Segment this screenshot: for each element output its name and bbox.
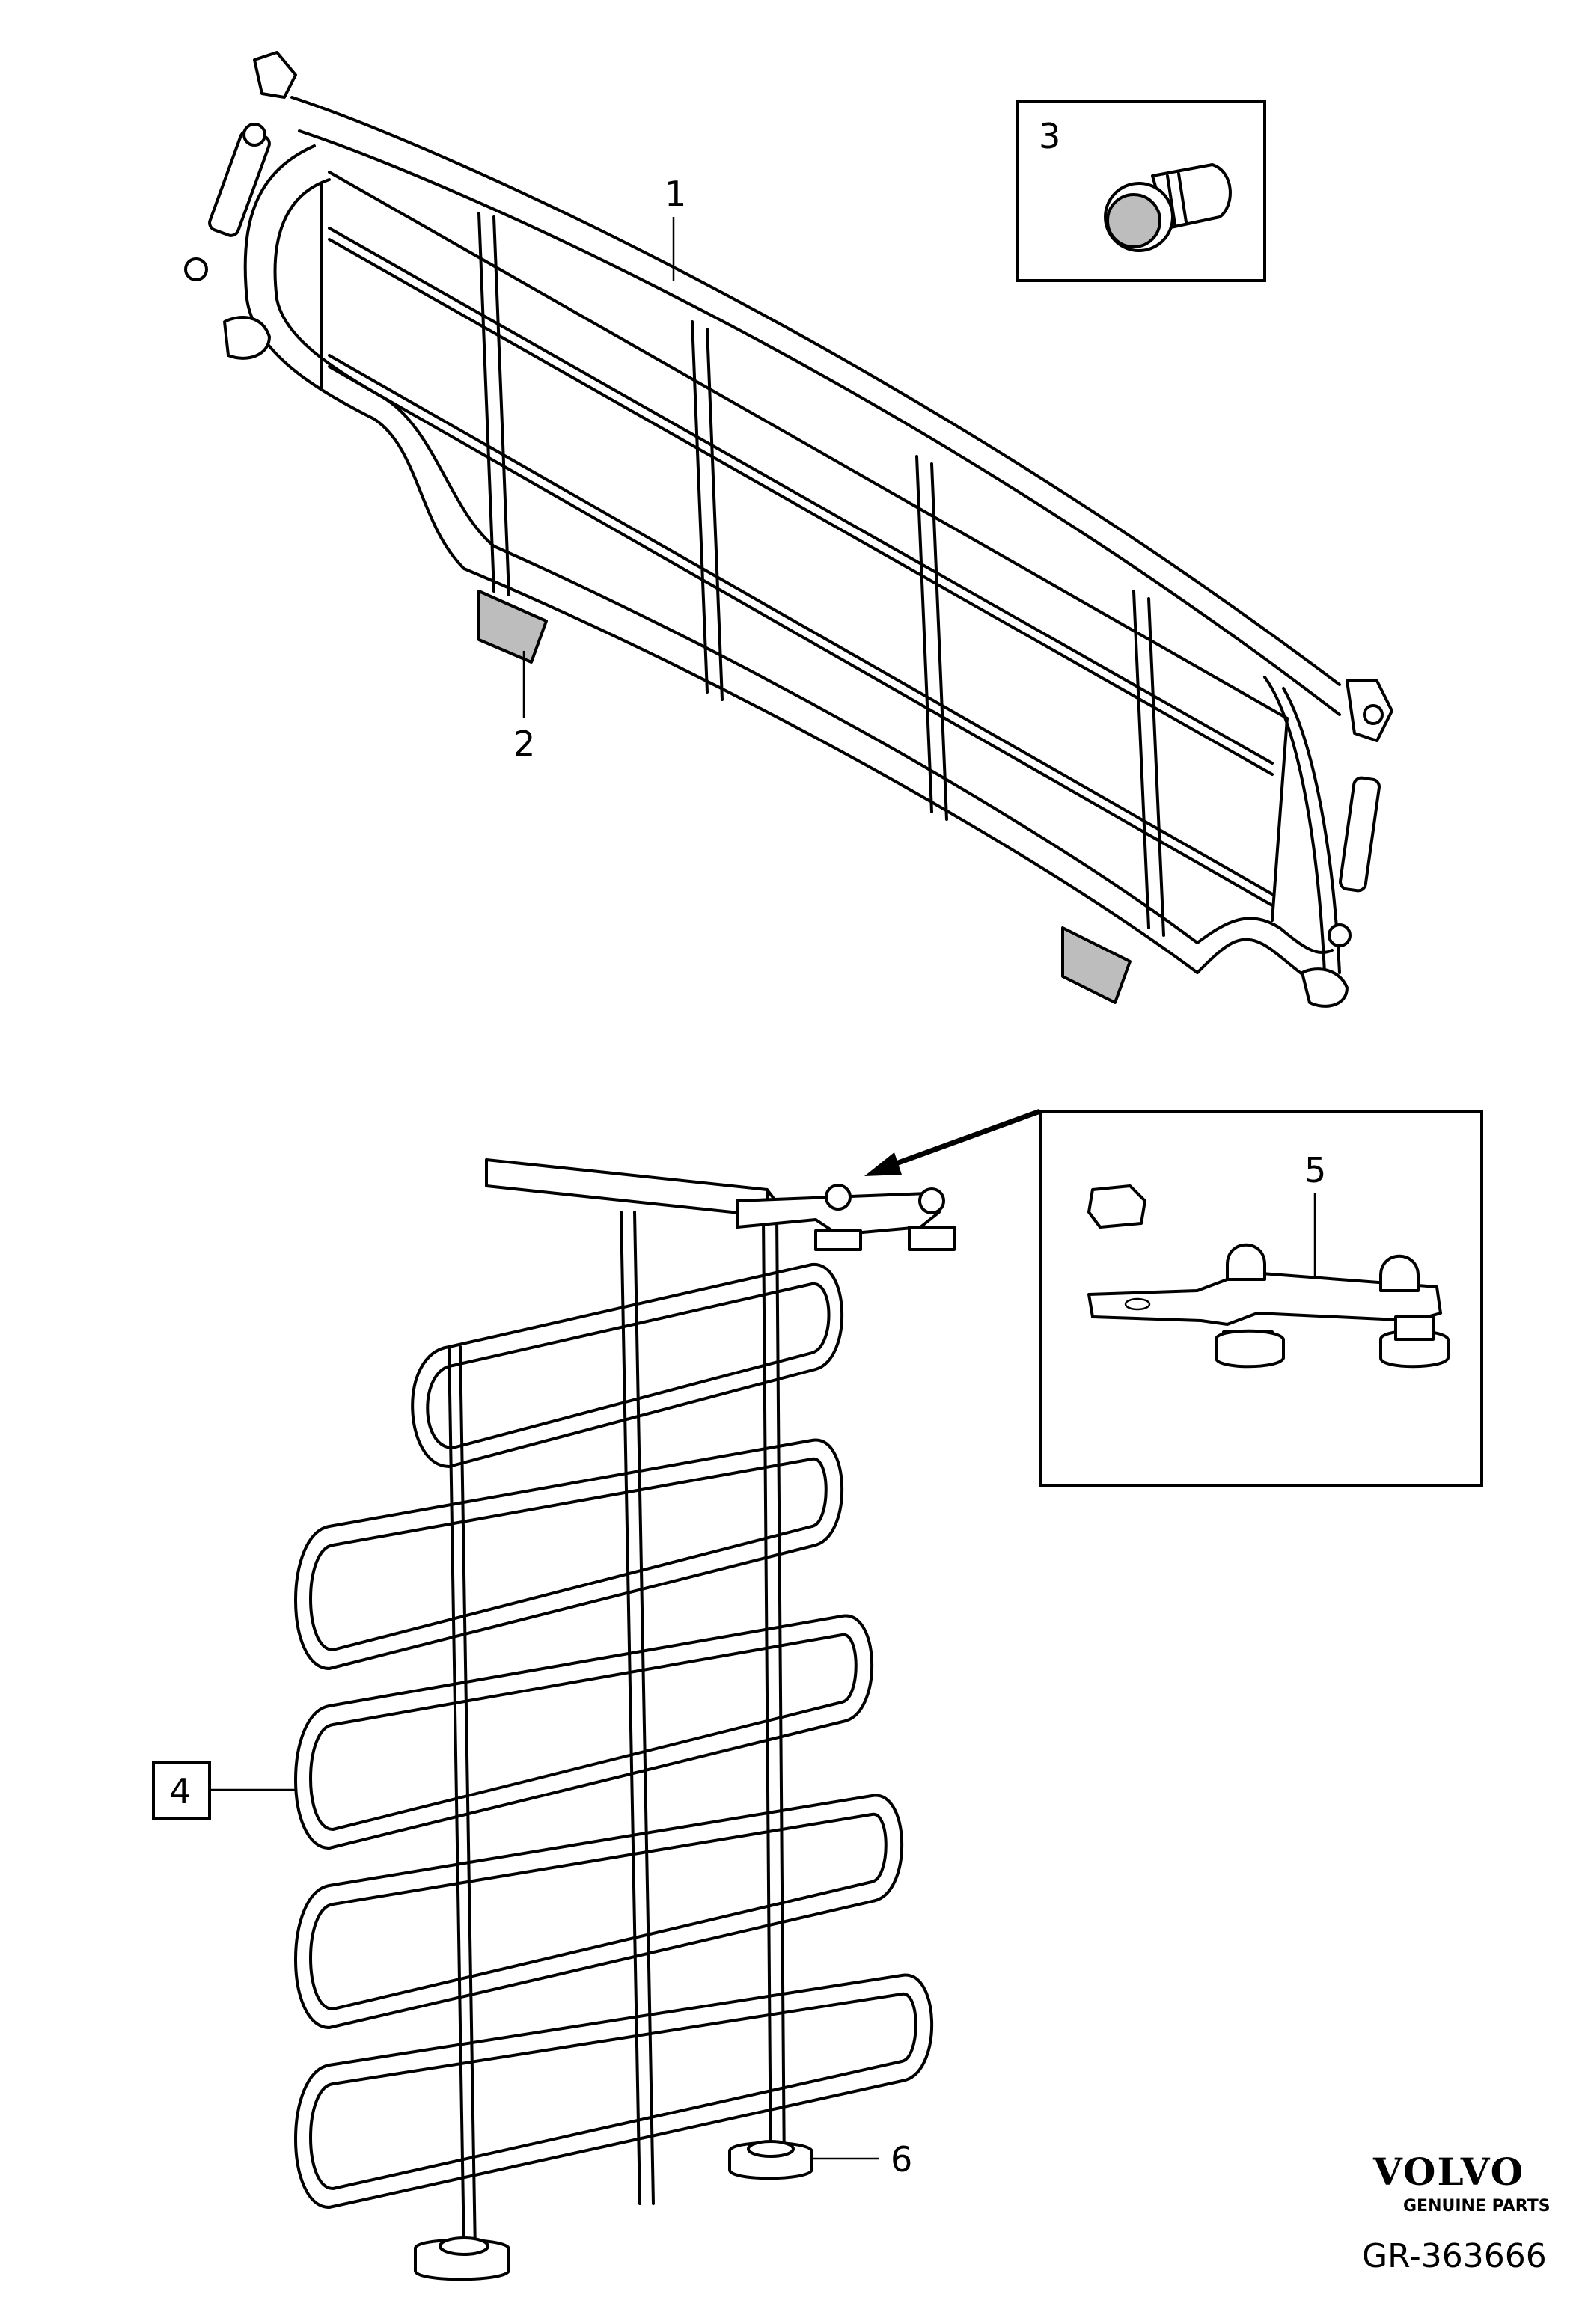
callout-2: 2: [513, 724, 535, 764]
plug-icon: [1104, 163, 1232, 252]
callout-4: 4: [169, 1771, 191, 1811]
detail-arrow: [864, 1108, 1042, 1176]
brand-name: VOLVO: [1372, 2150, 1524, 2194]
callout-1: 1: [665, 174, 686, 214]
diagram-code: GR-363666: [1362, 2237, 1547, 2275]
callout-3: 3: [1039, 116, 1060, 156]
bracket-icon: [1087, 1184, 1450, 1369]
knob-icon: [414, 2236, 510, 2281]
callout-6: 6: [891, 2139, 912, 2180]
callout-5: 5: [1304, 1150, 1326, 1190]
load-divider-grille: [184, 51, 1393, 1008]
callout-4-box: 4: [152, 1761, 296, 1820]
part-5-detail-box: 5: [1039, 1110, 1483, 1487]
brand-tagline: GENUINE PARTS: [1403, 2197, 1551, 2216]
part-3-box: 3: [1016, 100, 1266, 282]
volvo-logo: VOLVO GENUINE PARTS: [1372, 2150, 1551, 2216]
dog-grille: [294, 1158, 956, 2281]
knob-icon: [728, 2140, 813, 2180]
